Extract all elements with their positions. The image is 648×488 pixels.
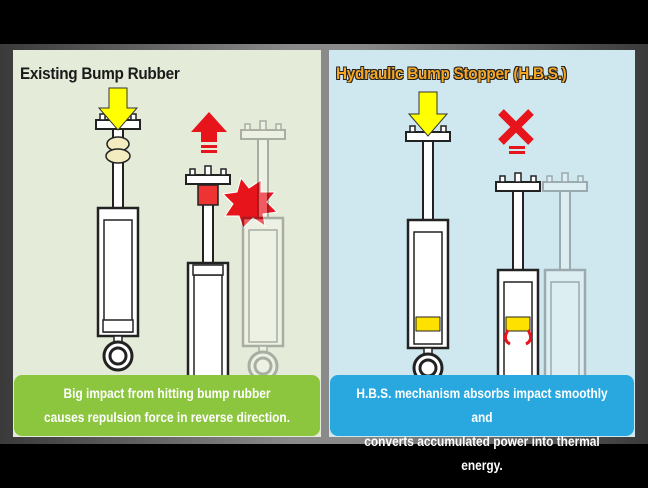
red-up-arrow-icon xyxy=(191,112,227,153)
existing-bump-rubber-panel: Existing Bump Rubber xyxy=(13,50,321,437)
shock-absorber-compressed xyxy=(404,121,452,380)
caption-line: H.B.S. mechanism absorbs impact smoothly… xyxy=(356,385,608,425)
caption-box: Big impact from hitting bump rubber caus… xyxy=(14,375,320,436)
shock-absorber-compressed xyxy=(94,109,142,372)
shock-absorber-hbs-active xyxy=(494,171,542,380)
caption-line: causes repulsion force in reverse direct… xyxy=(43,409,291,425)
shock-absorber-ghost xyxy=(541,171,589,380)
caption-line: converts accumulated power into thermal … xyxy=(364,433,600,473)
shock-illustration-group xyxy=(94,87,287,380)
red-cross-icon xyxy=(498,109,534,154)
caption-line: Big impact from hitting bump rubber xyxy=(63,385,271,401)
panel-title: Hydraulic Bump Stopper (H.B.S.) xyxy=(336,64,567,83)
yellow-down-arrow-icon xyxy=(407,91,449,137)
caption-box: H.B.S. mechanism absorbs impact smoothly… xyxy=(330,375,634,473)
shock-absorber-impact xyxy=(184,164,232,380)
shock-absorber-ghost xyxy=(239,119,287,380)
panel-title: Existing Bump Rubber xyxy=(20,64,180,83)
background: Existing Bump Rubber xyxy=(0,44,648,473)
shock-illustration-group xyxy=(404,91,589,380)
hbs-panel: Hydraulic Bump Stopper (H.B.S.) H.B xyxy=(329,50,635,473)
yellow-down-arrow-icon xyxy=(97,87,139,131)
